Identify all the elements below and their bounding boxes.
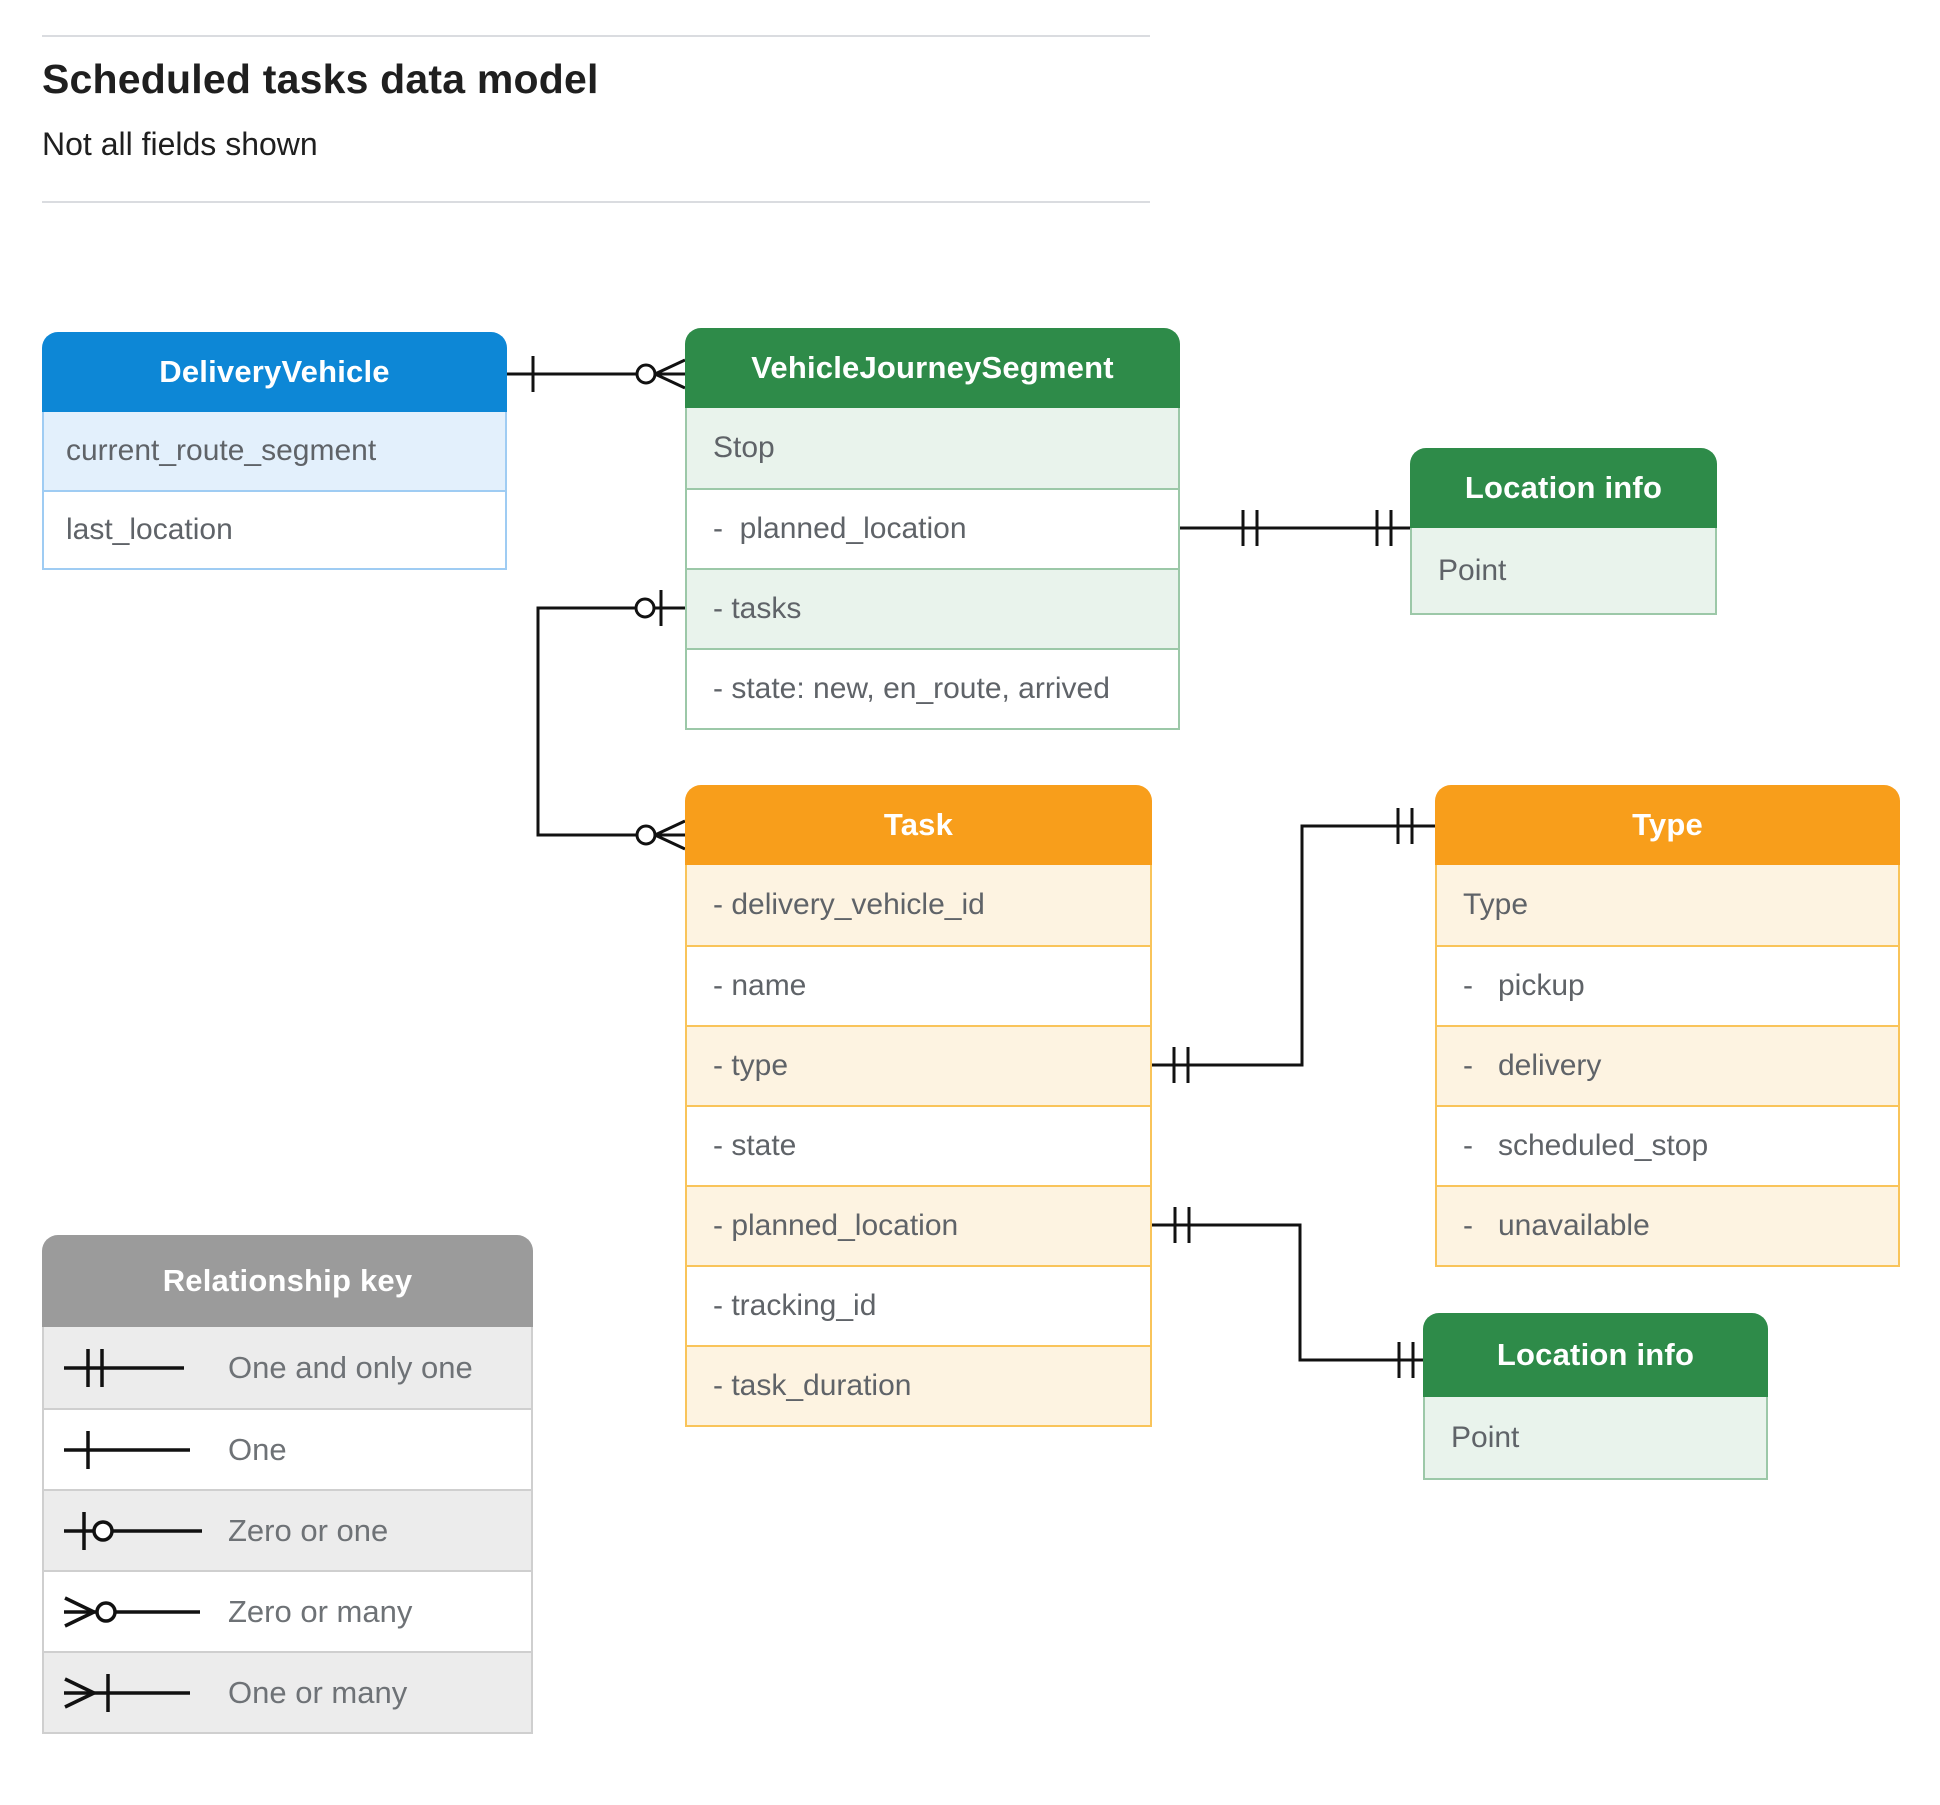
- entity-location-info-bottom-title: Location info: [1423, 1313, 1768, 1397]
- connector-vjs-task: [536, 590, 686, 851]
- field-tasks: - tasks: [687, 568, 1178, 648]
- key-label: Zero or many: [228, 1593, 413, 1629]
- field-planned-location: - planned_location: [687, 488, 1178, 568]
- zero-or-many-icon: [64, 1595, 200, 1628]
- field-task-duration: - task_duration: [687, 1345, 1150, 1425]
- field-name: - name: [687, 945, 1150, 1025]
- page-subtitle: Not all fields shown: [42, 126, 318, 162]
- field-current-route-segment: current_route_segment: [44, 412, 505, 490]
- field-task-planned-location: - planned_location: [687, 1185, 1150, 1265]
- field-type-label: Type: [1437, 865, 1898, 945]
- entity-type-title: Type: [1435, 785, 1900, 865]
- key-row-zero-or-many: Zero or many: [44, 1570, 531, 1651]
- entity-location-info-top-title: Location info: [1410, 448, 1717, 528]
- entity-location-info-bottom: Location info Point: [1423, 1313, 1768, 1480]
- bottom-divider: [42, 201, 1150, 203]
- entity-delivery-vehicle: DeliveryVehicle current_route_segment la…: [42, 332, 507, 570]
- relationship-key: Relationship key One and only one One: [42, 1235, 533, 1734]
- field-task-state: - state: [687, 1105, 1150, 1185]
- entity-type: Type Type - pickup - delivery - schedule…: [1435, 785, 1900, 1267]
- field-unavailable: - unavailable: [1437, 1185, 1898, 1265]
- one-icon: [64, 1430, 190, 1469]
- entity-task: Task - delivery_vehicle_id - name - type…: [685, 785, 1152, 1427]
- field-pickup: - pickup: [1437, 945, 1898, 1025]
- one-or-many-icon: [64, 1673, 190, 1712]
- field-point: Point: [1412, 528, 1715, 613]
- entity-task-title: Task: [685, 785, 1152, 865]
- field-state: - state: new, en_route, arrived: [687, 648, 1178, 728]
- entity-vehicle-journey-segment-title: VehicleJourneySegment: [685, 328, 1180, 408]
- connector-deliveryvehicle-vehiclejourneysegment: [507, 356, 686, 392]
- page-title: Scheduled tasks data model: [42, 56, 599, 102]
- field-type: - type: [687, 1025, 1150, 1105]
- entity-location-info-top: Location info Point: [1410, 448, 1717, 615]
- key-label: One and only one: [228, 1349, 473, 1385]
- zero-or-one-icon: [64, 1511, 202, 1550]
- field-delivery-vehicle-id: - delivery_vehicle_id: [687, 865, 1150, 945]
- entity-delivery-vehicle-title: DeliveryVehicle: [42, 332, 507, 412]
- field-scheduled-stop: - scheduled_stop: [1437, 1105, 1898, 1185]
- relationship-key-title: Relationship key: [42, 1235, 533, 1327]
- key-row-one: One: [44, 1408, 531, 1489]
- connector-task-type: [1152, 808, 1435, 1083]
- key-label: Zero or one: [228, 1512, 389, 1548]
- connector-task-locationinfo-bottom: [1152, 1207, 1423, 1378]
- key-row-zero-or-one: Zero or one: [44, 1489, 531, 1570]
- key-label: One or many: [228, 1674, 408, 1710]
- field-delivery: - delivery: [1437, 1025, 1898, 1105]
- field-stop: Stop: [687, 408, 1178, 488]
- top-divider: [42, 35, 1150, 37]
- key-row-one-and-only-one: One and only one: [44, 1327, 531, 1408]
- field-last-location: last_location: [44, 490, 505, 568]
- field-tracking-id: - tracking_id: [687, 1265, 1150, 1345]
- key-row-one-or-many: One or many: [44, 1651, 531, 1732]
- field-point-bottom: Point: [1425, 1397, 1766, 1478]
- key-label: One: [228, 1431, 287, 1467]
- one-and-only-one-icon: [64, 1348, 184, 1387]
- connector-vjs-locationinfo-top: [1180, 510, 1410, 546]
- entity-vehicle-journey-segment: VehicleJourneySegment Stop - planned_loc…: [685, 328, 1180, 730]
